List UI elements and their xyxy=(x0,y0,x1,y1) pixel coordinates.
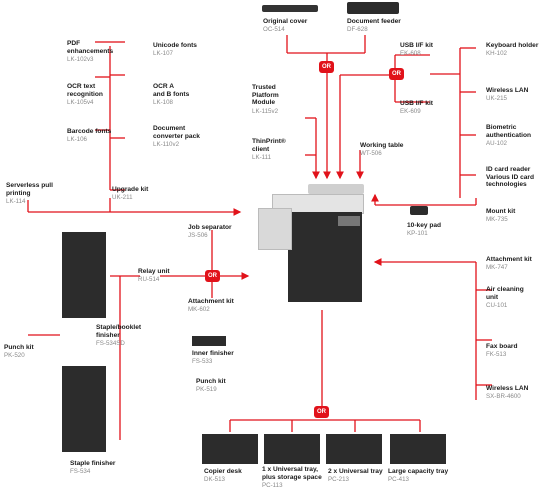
option-attach2-name: Attachment kit xyxy=(486,256,532,264)
option-univ1-code: PC-113 xyxy=(262,482,283,489)
option-doc-feeder-code: DF-628 xyxy=(347,26,368,33)
option-relay-code: RU-514 xyxy=(138,276,159,283)
option-doc-conv-code: LK-110v2 xyxy=(153,141,179,148)
option-thinprint-code: LK-111 xyxy=(252,154,271,161)
option-barcode-name: Barcode fonts xyxy=(67,128,111,136)
option-staple-fin-name: Staple finisher xyxy=(70,460,115,468)
option-biometric-code: AU-102 xyxy=(486,140,507,147)
option-ocr-ab-code: LK-108 xyxy=(153,99,173,106)
option-fax-code: FK-513 xyxy=(486,351,506,358)
option-ocr-text-code: LK-105v4 xyxy=(67,99,94,106)
option-kb-holder-name: Keyboard holder xyxy=(486,42,538,50)
option-upgrade-name: Upgrade kit xyxy=(112,186,148,194)
option-attach1-code: MK-602 xyxy=(188,306,210,313)
option-punch-right-name: Punch kit xyxy=(196,378,226,386)
option-wlan2-name: Wireless LAN xyxy=(486,385,528,393)
option-staple-fin-code: FS-534 xyxy=(70,468,90,475)
option-unicode-code: LK-107 xyxy=(153,50,173,57)
universal-tray-1-image xyxy=(264,434,320,464)
option-lct-name: Large capacity tray xyxy=(388,468,448,476)
option-doc-feeder-name: Document feeder xyxy=(347,18,401,26)
option-upgrade-code: UK-211 xyxy=(112,194,133,201)
option-wlan2-code: SX-BR-4600 xyxy=(486,393,521,400)
inner-finisher-image xyxy=(192,336,226,346)
mfp-machine-image xyxy=(258,184,370,304)
option-job-sep-code: JS-506 xyxy=(188,232,208,239)
option-unicode-name: Unicode fonts xyxy=(153,42,197,50)
option-univ2-code: PC-213 xyxy=(328,476,349,483)
option-orig-cover-code: OC-514 xyxy=(263,26,285,33)
option-inner-fin-code: FS-533 xyxy=(192,358,212,365)
option-usb1-code: EK-608 xyxy=(400,50,421,57)
option-punch-left-code: PK-520 xyxy=(4,352,25,359)
option-mount-name: Mount kit xyxy=(486,208,515,216)
document-feeder-image xyxy=(347,2,399,14)
option-usb2-code: EK-609 xyxy=(400,108,421,115)
option-staple-booklet-code: FS-534SD xyxy=(96,340,125,347)
option-pdf-code: LK-102v3 xyxy=(67,56,94,63)
copier-desk-image xyxy=(202,434,258,464)
option-attach1-name: Attachment kit xyxy=(188,298,234,306)
original-cover-image xyxy=(262,5,318,12)
option-univ1-name: 1 x Universal tray,plus storage space xyxy=(262,466,322,481)
keypad-image xyxy=(410,206,428,215)
option-work-table-code: WT-506 xyxy=(360,150,382,157)
option-univ2-name: 2 x Universal tray xyxy=(328,468,383,476)
or-badge-usb: OR xyxy=(389,68,404,80)
option-copier-desk-code: DK-513 xyxy=(204,476,225,483)
staple-finisher-image xyxy=(62,366,106,452)
option-orig-cover-name: Original cover xyxy=(263,18,307,26)
option-relay-name: Relay unit xyxy=(138,268,170,276)
option-punch-right-code: PK-519 xyxy=(196,386,217,393)
option-mount-code: MK-735 xyxy=(486,216,508,223)
option-attach2-code: MK-747 xyxy=(486,264,508,271)
option-keypad-code: KP-101 xyxy=(407,230,428,237)
or-badge-relay: OR xyxy=(205,270,220,282)
option-job-sep-name: Job separator xyxy=(188,224,232,232)
option-thinprint-name: ThinPrint®client xyxy=(252,138,286,153)
option-wlan1-name: Wireless LAN xyxy=(486,87,528,95)
large-capacity-tray-image xyxy=(390,434,446,464)
option-work-table-name: Working table xyxy=(360,142,403,150)
option-inner-fin-name: Inner finisher xyxy=(192,350,234,358)
or-badge-bottom: OR xyxy=(314,406,329,418)
universal-tray-2-image xyxy=(326,434,382,464)
option-serverless-code: LK-114 xyxy=(6,198,26,205)
option-wlan1-code: UK-215 xyxy=(486,95,507,102)
option-usb1-name: USB I/F kit xyxy=(400,42,433,50)
option-tpm-code: LK-115v2 xyxy=(252,108,278,115)
option-usb2-name: USB I/F kit xyxy=(400,100,433,108)
option-kb-holder-code: KH-102 xyxy=(486,50,507,57)
option-barcode-code: LK-106 xyxy=(67,136,87,143)
or-badge-top: OR xyxy=(319,61,334,73)
option-air-code: CU-101 xyxy=(486,302,507,309)
option-copier-desk-name: Copier desk xyxy=(204,468,242,476)
option-fax-name: Fax board xyxy=(486,343,518,351)
option-keypad-name: 10-key pad xyxy=(407,222,441,230)
option-lct-code: PC-413 xyxy=(388,476,409,483)
option-punch-left-name: Punch kit xyxy=(4,344,34,352)
staple-booklet-finisher-image xyxy=(62,232,106,318)
